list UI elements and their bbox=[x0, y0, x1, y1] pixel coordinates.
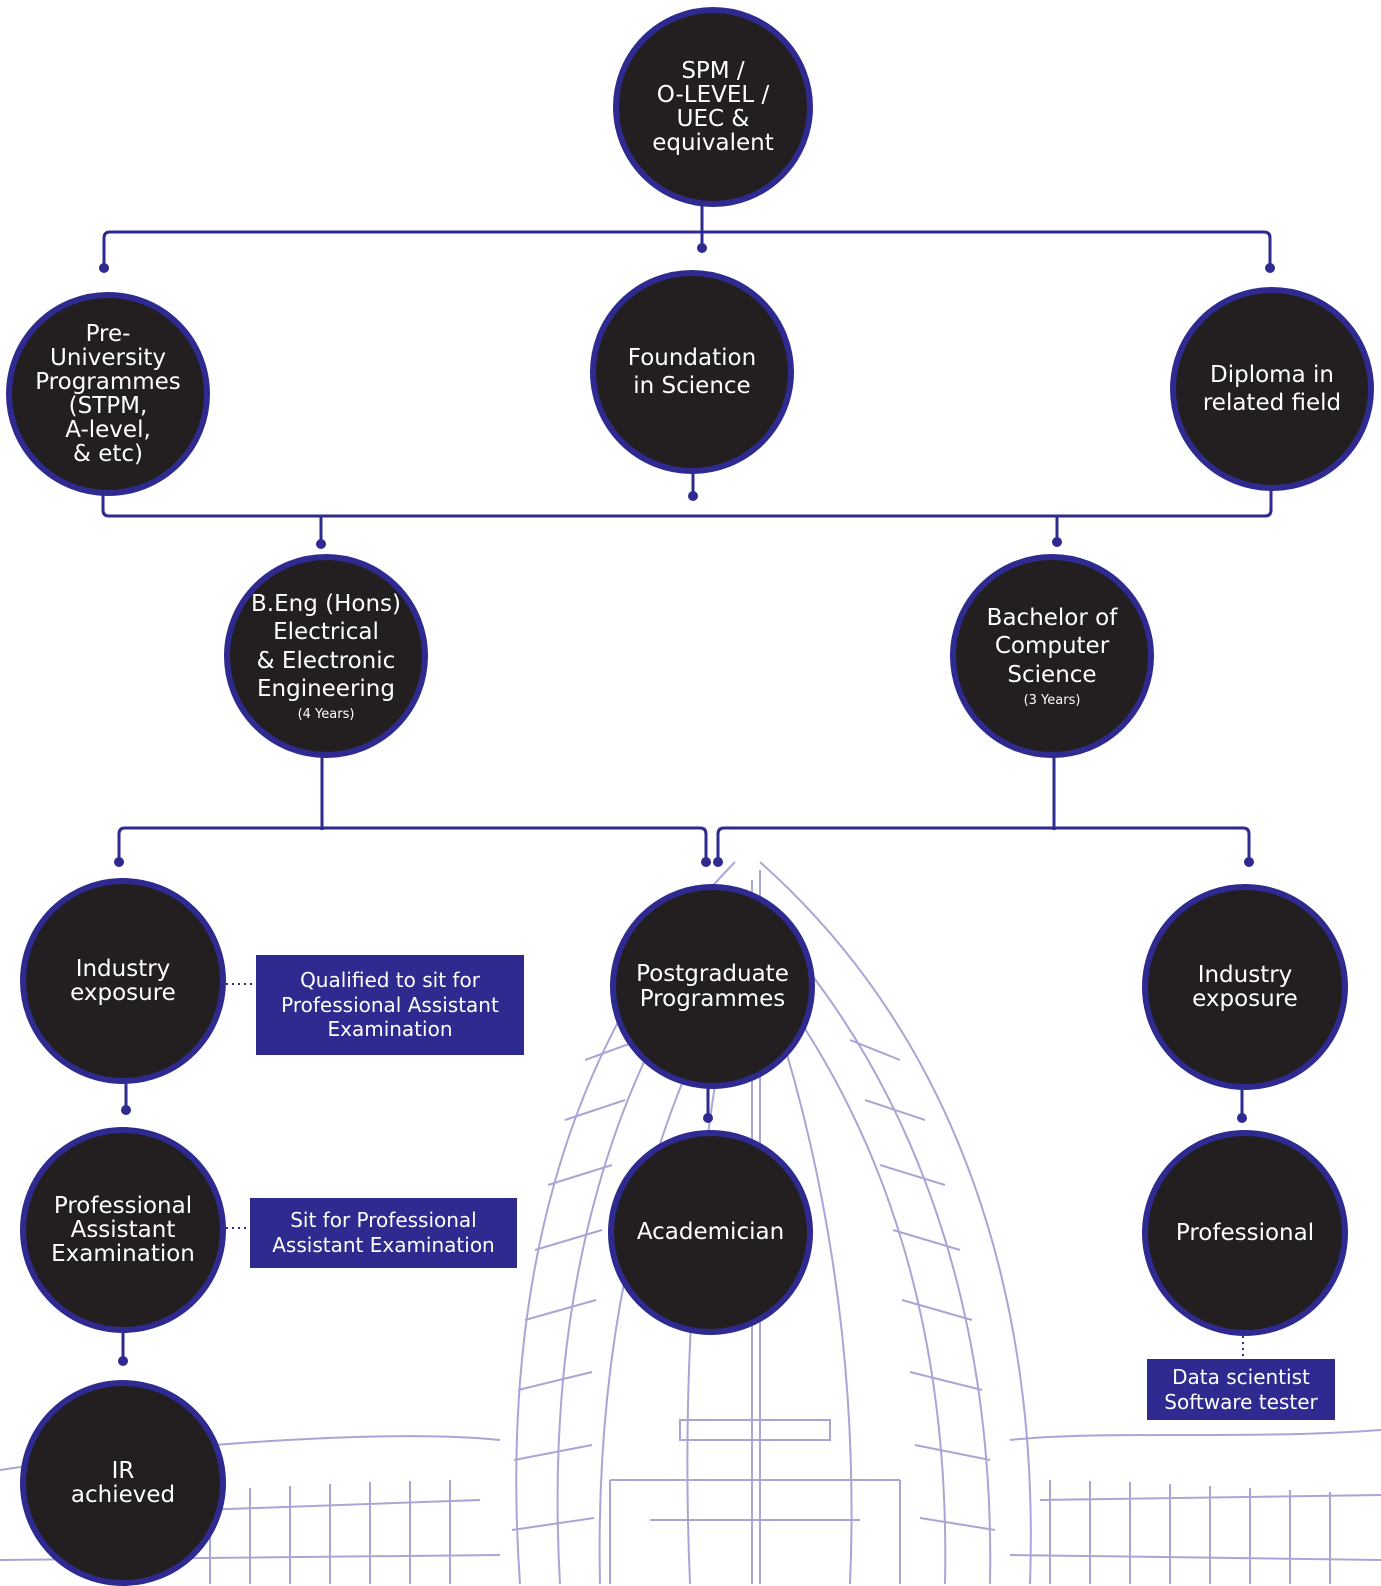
note-career-roles: Data scientist Software tester bbox=[1147, 1359, 1335, 1420]
node-academician: Academician bbox=[608, 1130, 813, 1335]
node-professional-label: Professional bbox=[1175, 1219, 1315, 1246]
node-ir-achieved: IR achieved bbox=[20, 1380, 226, 1586]
node-entry-qualification: SPM / O-LEVEL / UEC & equivalent bbox=[613, 7, 813, 207]
node-diploma-label: Diploma in related field bbox=[1202, 361, 1342, 416]
node-industry-exposure-left-label: Industry exposure bbox=[70, 955, 176, 1006]
node-beng-duration: (4 Years) bbox=[297, 707, 355, 723]
node-industry-exposure-left: Industry exposure bbox=[20, 878, 226, 1084]
node-pre-university: Pre- University Programmes (STPM, A-leve… bbox=[6, 292, 210, 496]
node-bcs-label: Bachelor of Computer Science bbox=[986, 605, 1118, 688]
node-beng: B.Eng (Hons) Electrical & Electronic Eng… bbox=[224, 554, 428, 758]
node-professional: Professional bbox=[1142, 1130, 1348, 1336]
node-professional-assistant-examination: Professional Assistant Examination bbox=[20, 1127, 226, 1333]
node-postgraduate: Postgraduate Programmes bbox=[610, 884, 815, 1089]
node-industry-exposure-right-label: Industry exposure bbox=[1192, 961, 1298, 1012]
node-pre-university-label: Pre- University Programmes (STPM, A-leve… bbox=[35, 320, 181, 468]
node-postgraduate-label: Postgraduate Programmes bbox=[636, 961, 789, 1012]
node-entry-label: SPM / O-LEVEL / UEC & equivalent bbox=[652, 57, 774, 157]
node-industry-exposure-right: Industry exposure bbox=[1142, 884, 1348, 1090]
node-foundation: Foundation in Science bbox=[590, 270, 794, 474]
note-qualified-to-sit: Qualified to sit for Professional Assist… bbox=[256, 955, 524, 1055]
node-ir-achieved-label: IR achieved bbox=[70, 1457, 176, 1508]
node-diploma: Diploma in related field bbox=[1170, 287, 1374, 491]
node-bcs: Bachelor of Computer Science (3 Years) bbox=[950, 554, 1154, 758]
node-foundation-label: Foundation in Science bbox=[627, 344, 757, 399]
node-bcs-duration: (3 Years) bbox=[1023, 692, 1081, 708]
node-pae-label: Professional Assistant Examination bbox=[51, 1192, 195, 1268]
node-beng-label: B.Eng (Hons) Electrical & Electronic Eng… bbox=[251, 590, 401, 702]
note-sit-for-exam: Sit for Professional Assistant Examinati… bbox=[250, 1198, 517, 1268]
node-academician-label: Academician bbox=[636, 1219, 785, 1246]
